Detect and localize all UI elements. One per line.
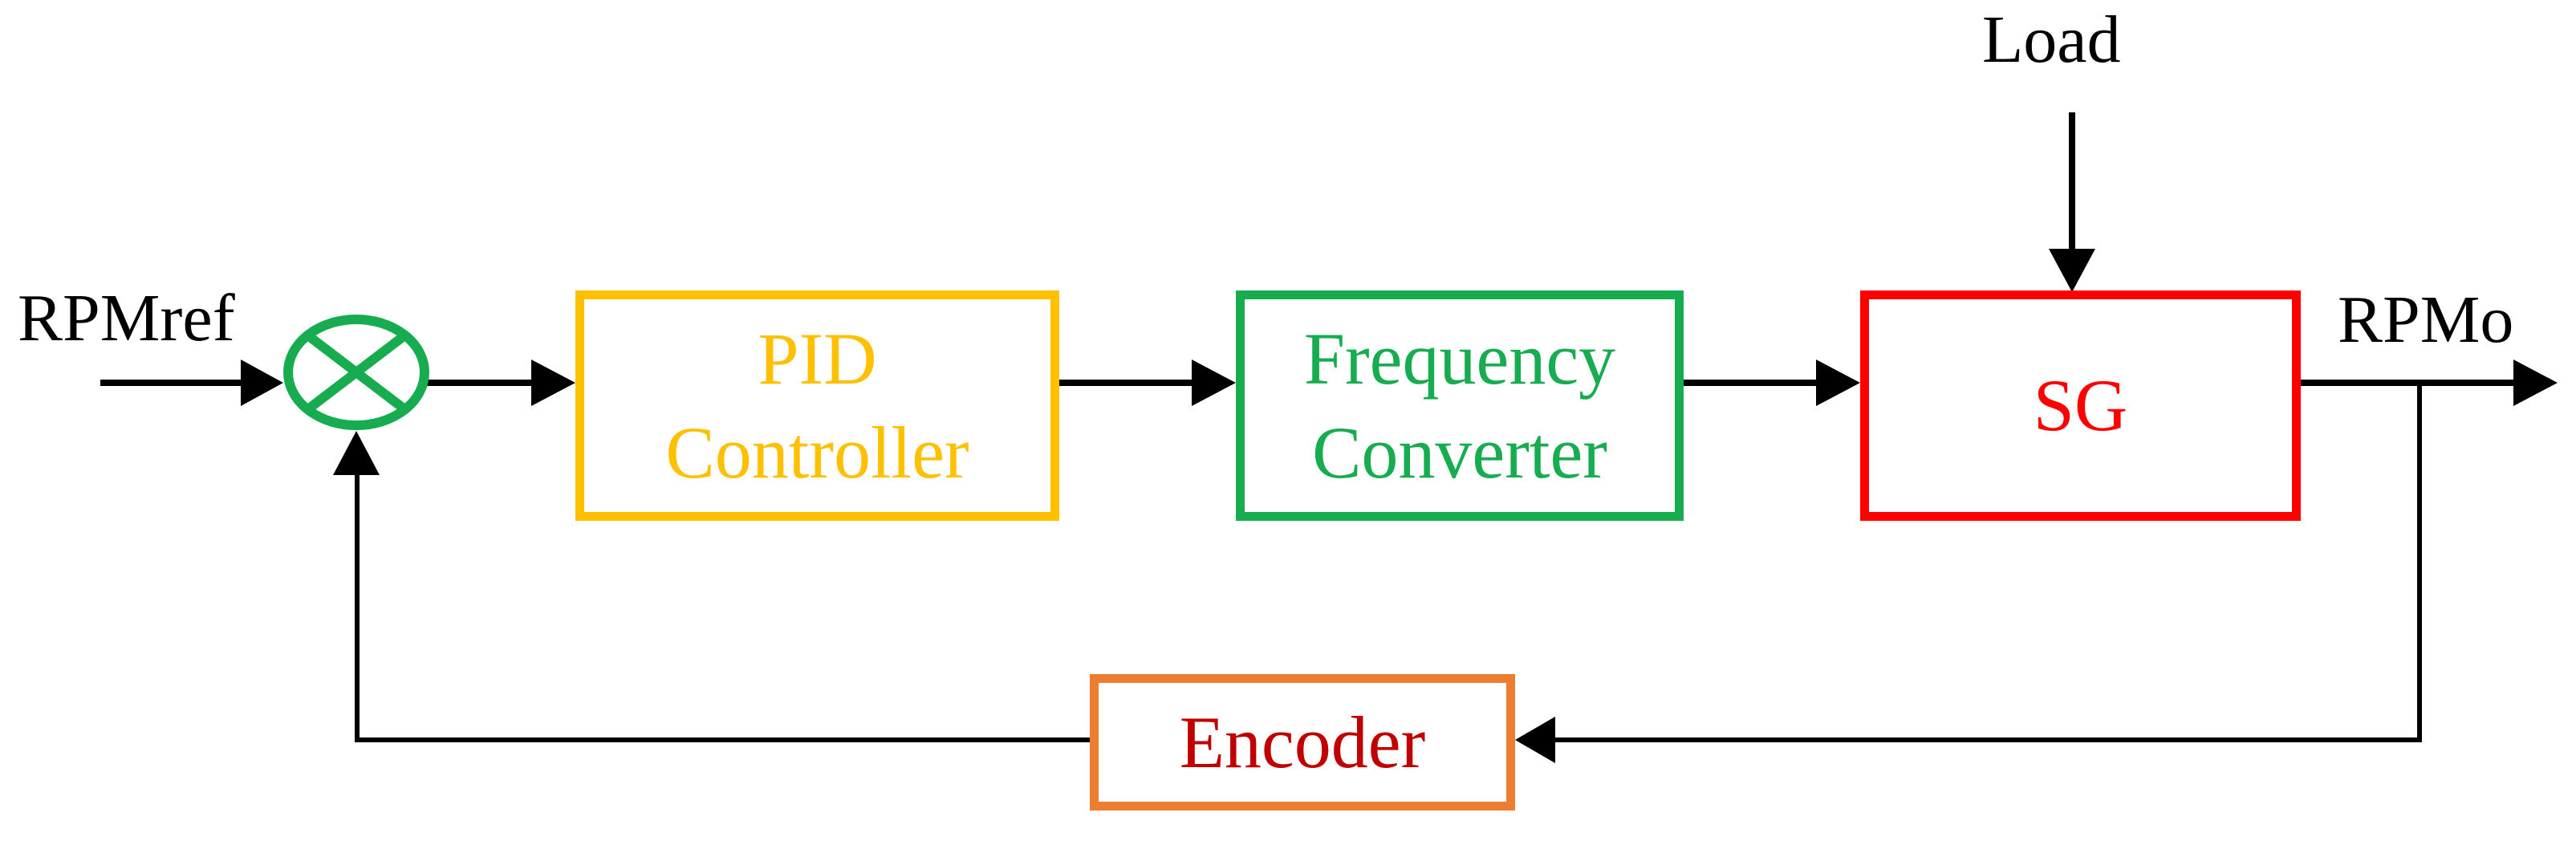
feedback-branch-line: [1554, 383, 2422, 742]
pid-controller-label-line1: PID: [758, 317, 877, 400]
output-arrowhead: [2513, 360, 2558, 406]
sum-to-pid-arrowhead: [531, 360, 575, 406]
frequency-converter-label-line2: Converter: [1312, 411, 1607, 494]
pid-controller-label-line2: Controller: [665, 411, 969, 494]
forward-path-lines: [100, 112, 2515, 386]
frequency-converter-label-line1: Frequency: [1303, 317, 1616, 400]
load-label: Load: [1982, 2, 2121, 77]
summing-junction-icon: [283, 315, 429, 430]
feedback-return-line: [355, 475, 1090, 742]
rpmref-label: RPMref: [18, 281, 235, 355]
feedback-to-sum-arrowhead: [333, 431, 380, 475]
pid-to-frequency-arrowhead: [1192, 360, 1236, 406]
feedback-to-encoder-arrowhead: [1515, 717, 1555, 763]
sg-block: SG: [1860, 290, 2301, 521]
arrowheads: [241, 249, 2558, 763]
sg-label: SG: [2033, 364, 2128, 446]
frequency-converter-block: Frequency Converter: [1236, 290, 1684, 521]
load-arrowhead: [2049, 249, 2095, 292]
input-arrowhead: [241, 360, 283, 406]
encoder-label: Encoder: [1179, 701, 1426, 783]
feedback-path-lines: [355, 383, 2422, 742]
summing-junction-cross-line-2: [306, 332, 407, 412]
encoder-block: Encoder: [1090, 674, 1515, 811]
pid-controller-block: PID Controller: [575, 290, 1059, 521]
frequency-to-sg-arrowhead: [1816, 360, 1860, 406]
rpmo-label: RPMo: [2338, 282, 2514, 357]
